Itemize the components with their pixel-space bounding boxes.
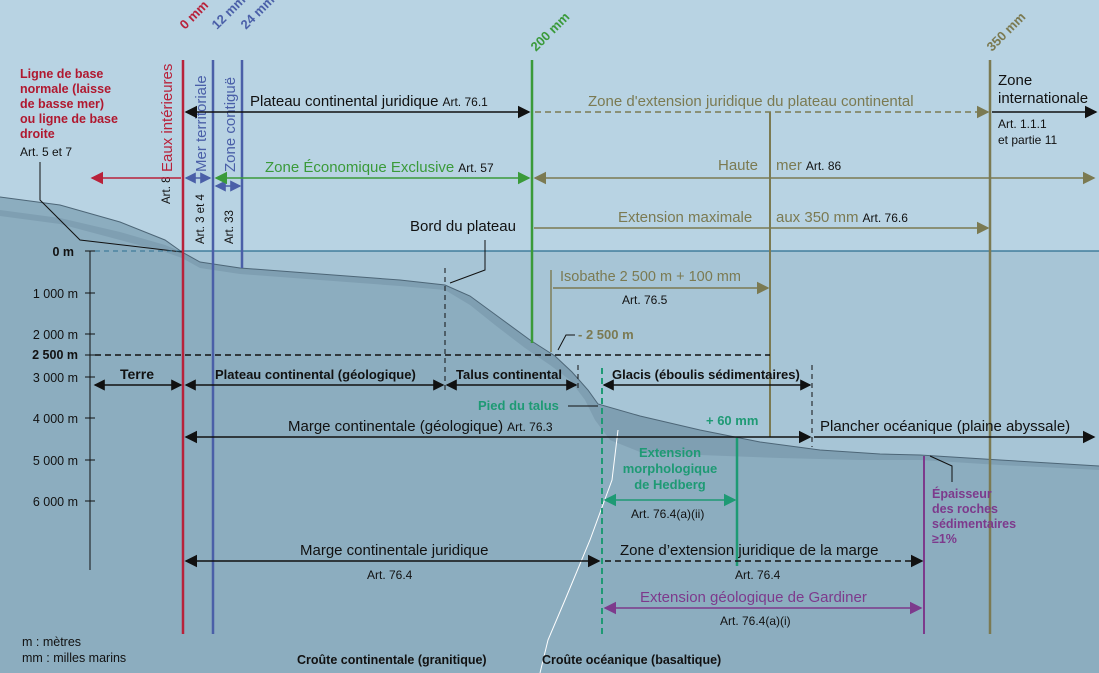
label-art8: Art. 8	[161, 177, 173, 204]
label-extension-marge-art: Art. 76.4	[735, 568, 781, 582]
epaisseur-text: Épaisseur des roches sédimentaires ≥1%	[932, 486, 1016, 546]
baseline-article: Art. 5 et 7	[20, 145, 72, 159]
label-art34: Art. 3 et 4	[195, 194, 207, 244]
depth-3000: 3 000 m	[33, 371, 78, 385]
depth-0: 0 m	[52, 245, 74, 259]
label-isobathe: Isobathe 2 500 m + 100 mm	[560, 269, 741, 285]
label-art33: Art. 33	[224, 210, 236, 244]
label-bord-plateau: Bord du plateau	[410, 218, 516, 235]
label-gardiner: Extension géologique de Gardiner	[640, 589, 867, 606]
land-surface	[0, 196, 183, 253]
label-extension-juridique: Zone d'extension juridique du plateau co…	[588, 93, 914, 110]
label-extension-maximale-1: Extension maximale	[618, 209, 752, 226]
crust-boundary	[539, 429, 619, 673]
label-extension-marge: Zone d’extension juridique de la marge	[620, 542, 879, 559]
label-zone-internationale-2: internationale	[998, 90, 1088, 107]
label-epaisseur-3: sédimentaires	[932, 517, 1016, 531]
baseline-line2: normale (laisse	[20, 82, 111, 96]
seabed-outline	[181, 251, 1099, 467]
label-glacis: Glacis (éboulis sédimentaires)	[612, 367, 800, 382]
label-epaisseur-2: des roches	[932, 502, 998, 516]
label-terre: Terre	[120, 366, 154, 382]
label-plancher: Plancher océanique (plaine abyssale)	[820, 418, 1070, 435]
label-hedberg-2: morphologique	[623, 461, 718, 476]
sediment-wedge	[0, 210, 1099, 470]
depth-4000: 4 000 m	[33, 412, 78, 426]
baseline-line5: droite	[20, 127, 55, 141]
depth-5000: 5 000 m	[33, 454, 78, 468]
label-350mm: 350 mm	[984, 9, 1029, 54]
label-eaux-interieures: Eaux intérieures	[159, 64, 176, 172]
label-zone-internationale-1: Zone	[998, 72, 1032, 89]
label-epaisseur-4: ≥1%	[932, 532, 957, 546]
label-200mm: 200 mm	[528, 9, 573, 54]
label-gardiner-art: Art. 76.4(a)(i)	[720, 614, 791, 628]
label-zone-contigue: Zone contiguë	[222, 77, 239, 172]
label-pied-talus: Pied du talus	[478, 398, 559, 413]
bord-plateau-pointer	[449, 240, 486, 284]
legend-milles: mm : milles marins	[22, 651, 126, 665]
label-0mm: 0 mm	[177, 0, 212, 32]
label-hedberg-3: de Hedberg	[634, 477, 706, 492]
baseline-line4: ou ligne de base	[20, 112, 118, 126]
label-hedberg-1: Extension	[639, 445, 701, 460]
depth-2000: 2 000 m	[33, 328, 78, 342]
depth-6000: 6 000 m	[33, 495, 78, 509]
label-internationale-art1: Art. 1.1.1	[998, 117, 1047, 131]
baseline-definition: Ligne de base normale (laisse de basse m…	[20, 67, 118, 141]
label-haute-mer-1: Haute	[718, 157, 758, 174]
depth-2500: 2 500 m	[32, 348, 78, 362]
legend-metres: m : mètres	[22, 635, 81, 649]
label-isobathe-art: Art. 76.5	[622, 293, 668, 307]
depth-ticks	[85, 250, 95, 502]
label-minus2500: - 2 500 m	[578, 327, 634, 342]
baseline-line1: Ligne de base	[20, 67, 103, 81]
depth-1000: 1 000 m	[33, 287, 78, 301]
label-marge-juridique: Marge continentale juridique	[300, 542, 488, 559]
label-croute-continentale: Croûte continentale (granitique)	[297, 653, 487, 667]
label-croute-oceanique: Croûte océanique (basaltique)	[542, 653, 721, 667]
label-hedberg-art: Art. 76.4(a)(ii)	[631, 507, 704, 521]
label-talus: Talus continental	[456, 367, 562, 382]
label-mer-territoriale: Mer territoriale	[193, 75, 210, 172]
epaisseur-pointer	[929, 455, 953, 482]
label-plateau-geologique: Plateau continental (géologique)	[215, 367, 416, 382]
label-epaisseur-1: Épaisseur	[932, 486, 992, 501]
label-marge-geologique: Marge continentale (géologique)Art. 76.3	[288, 418, 553, 435]
minus2500-pointer	[557, 334, 575, 351]
depth-labels: 0 m 1 000 m 2 000 m 2 500 m 3 000 m 4 00…	[32, 245, 78, 509]
label-internationale-art2: et partie 11	[998, 133, 1057, 147]
label-marge-juridique-art: Art. 76.4	[367, 568, 413, 582]
baseline-line3: de basse mer)	[20, 97, 104, 111]
label-plus60: + 60 mm	[706, 413, 758, 428]
baseline-pointer	[39, 162, 183, 253]
